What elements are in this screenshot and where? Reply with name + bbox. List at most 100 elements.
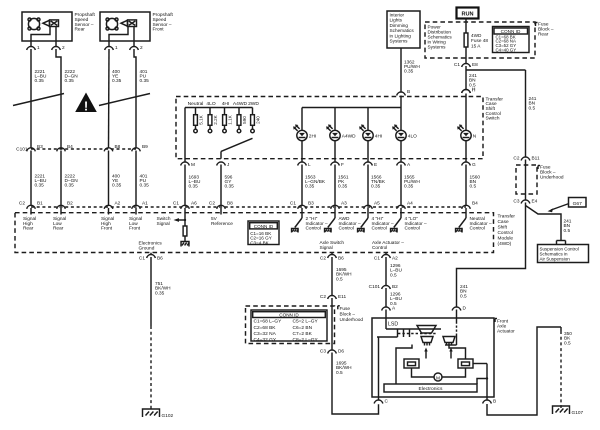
svg-text:C2: C2 <box>320 256 326 262</box>
svg-text:0.35: 0.35 <box>155 290 165 296</box>
svg-text:400: 400 <box>112 69 120 75</box>
svg-text:Signal: Signal <box>129 216 142 222</box>
svg-text:Signal: Signal <box>23 216 36 222</box>
svg-text:Signal: Signal <box>157 221 170 227</box>
svg-text:4LO: 4LO <box>206 101 215 107</box>
svg-text:0.35: 0.35 <box>35 182 45 188</box>
svg-text:BN: BN <box>470 179 477 185</box>
svg-text:PU/WH: PU/WH <box>404 64 420 70</box>
svg-text:Control: Control <box>339 226 354 232</box>
svg-text:B11: B11 <box>532 156 540 162</box>
svg-text:Power: Power <box>428 25 442 30</box>
svg-text:B: B <box>407 89 410 95</box>
svg-text:C6=2 BN: C6=2 BN <box>293 325 313 331</box>
svg-text:2: 2 <box>62 45 65 51</box>
svg-text:Rear: Rear <box>75 27 86 33</box>
svg-text:590: 590 <box>242 116 247 124</box>
svg-text:L: L <box>308 162 311 168</box>
svg-text:2: 2 <box>140 45 143 51</box>
svg-text:2HI: 2HI <box>309 134 316 140</box>
svg-text:Control: Control <box>470 226 485 232</box>
svg-text:0.5: 0.5 <box>564 228 571 234</box>
svg-text:15 A: 15 A <box>471 43 481 48</box>
svg-text:Transfer: Transfer <box>498 214 516 220</box>
svg-text:Fuse: Fuse <box>538 22 549 28</box>
svg-text:C1=68 BK: C1=68 BK <box>496 34 516 39</box>
svg-text:Interior: Interior <box>390 13 405 18</box>
svg-text:Neutral: Neutral <box>470 216 485 222</box>
svg-text:A2: A2 <box>392 256 398 262</box>
svg-text:C7=2 BK: C7=2 BK <box>293 331 313 337</box>
svg-text:Block –: Block – <box>340 312 356 318</box>
svg-text:Electronics: Electronics <box>419 386 443 392</box>
svg-text:BK/WH: BK/WH <box>336 365 352 371</box>
svg-text:G67: G67 <box>573 201 583 207</box>
svg-text:Switch: Switch <box>486 116 500 122</box>
svg-text:0.35: 0.35 <box>65 182 75 188</box>
svg-text:C1: C1 <box>374 256 380 262</box>
svg-text:C2: C2 <box>19 200 25 206</box>
svg-text:C5=2 L–GY: C5=2 L–GY <box>293 319 319 325</box>
svg-text:C101: C101 <box>16 147 28 153</box>
svg-text:PU: PU <box>140 73 147 79</box>
svg-text:Fuse: Fuse <box>540 165 551 171</box>
svg-text:401: 401 <box>140 174 148 180</box>
svg-text:1561: 1561 <box>338 174 349 180</box>
svg-text:2222: 2222 <box>65 174 76 180</box>
svg-text:C1: C1 <box>139 256 145 262</box>
svg-text:Lights: Lights <box>390 18 403 23</box>
svg-text:J: J <box>227 162 230 168</box>
svg-text:0.5: 0.5 <box>529 105 536 111</box>
svg-text:E11: E11 <box>338 294 346 300</box>
svg-text:D: D <box>463 306 467 312</box>
svg-text:401: 401 <box>140 69 148 75</box>
svg-text:241: 241 <box>469 73 477 79</box>
svg-text:CONN ID: CONN ID <box>254 224 274 229</box>
svg-text:0.35: 0.35 <box>189 184 199 190</box>
svg-text:Electronics: Electronics <box>139 241 163 247</box>
svg-text:1695: 1695 <box>336 361 347 367</box>
svg-text:C101: C101 <box>369 284 381 290</box>
svg-text:BN: BN <box>460 289 467 295</box>
svg-text:!: ! <box>84 99 88 114</box>
svg-text:1695: 1695 <box>336 267 347 273</box>
svg-text:L–BU: L–BU <box>390 268 402 274</box>
svg-text:C1=16 BK: C1=16 BK <box>250 231 272 236</box>
svg-text:Front: Front <box>101 226 113 232</box>
svg-text:B8: B8 <box>227 200 233 206</box>
svg-text:Underhood: Underhood <box>340 317 364 323</box>
svg-text:4 “HI”: 4 “HI” <box>372 216 384 222</box>
svg-text:0.35: 0.35 <box>305 184 315 190</box>
svg-text:M: M <box>436 375 440 381</box>
svg-text:C1: C1 <box>290 200 296 206</box>
svg-text:BN: BN <box>564 223 571 229</box>
svg-text:Control: Control <box>486 111 501 117</box>
svg-text:E4: E4 <box>532 199 538 205</box>
svg-text:D–GN: D–GN <box>65 73 79 79</box>
svg-text:Schematics: Schematics <box>390 28 415 33</box>
svg-text:Control: Control <box>405 226 420 232</box>
svg-text:Sensor –: Sensor – <box>75 22 94 28</box>
svg-text:0.35: 0.35 <box>404 69 414 75</box>
svg-text:G102: G102 <box>162 413 174 419</box>
svg-text:A1: A1 <box>142 200 148 206</box>
svg-text:596: 596 <box>225 174 233 180</box>
svg-text:Switch: Switch <box>157 216 171 222</box>
svg-text:2221: 2221 <box>35 174 46 180</box>
svg-text:Control: Control <box>372 245 387 251</box>
svg-text:L–BU: L–BU <box>35 178 47 184</box>
svg-text:Indicator –: Indicator – <box>405 221 428 227</box>
svg-text:0.5: 0.5 <box>336 276 343 282</box>
svg-text:1362: 1362 <box>404 60 415 66</box>
svg-text:BN: BN <box>529 101 536 107</box>
svg-text:Distribution: Distribution <box>428 30 452 35</box>
svg-text:C4=32 GY: C4=32 GY <box>254 337 277 343</box>
svg-text:B8: B8 <box>115 144 121 150</box>
svg-text:Fuse 48: Fuse 48 <box>471 38 488 43</box>
svg-text:(4WD): (4WD) <box>498 241 512 247</box>
svg-text:B9: B9 <box>142 144 148 150</box>
svg-text:1: 1 <box>37 45 40 51</box>
svg-text:400: 400 <box>112 174 120 180</box>
svg-text:2WD: 2WD <box>248 101 259 107</box>
svg-text:0.5: 0.5 <box>469 82 476 88</box>
